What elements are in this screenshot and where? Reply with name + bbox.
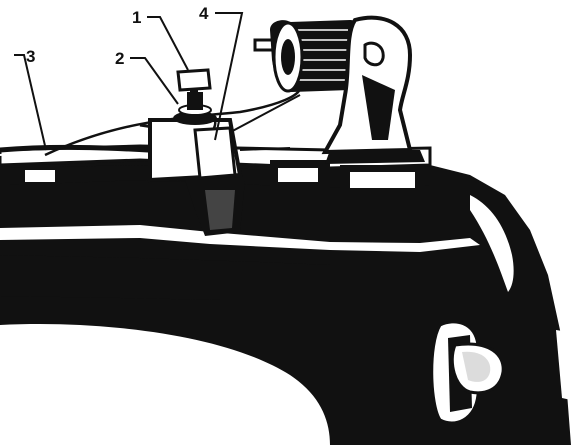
- callout-label-2: 2: [115, 49, 124, 68]
- callout-label-3: 3: [26, 47, 35, 66]
- spool-holder: [255, 18, 425, 164]
- callout-label-1: 1: [132, 8, 141, 27]
- leader-2: [130, 58, 178, 104]
- leader-3: [14, 55, 46, 150]
- leader-1: [147, 17, 188, 70]
- tension-thumb-nut: [178, 70, 210, 90]
- callout-label-4: 4: [199, 4, 209, 23]
